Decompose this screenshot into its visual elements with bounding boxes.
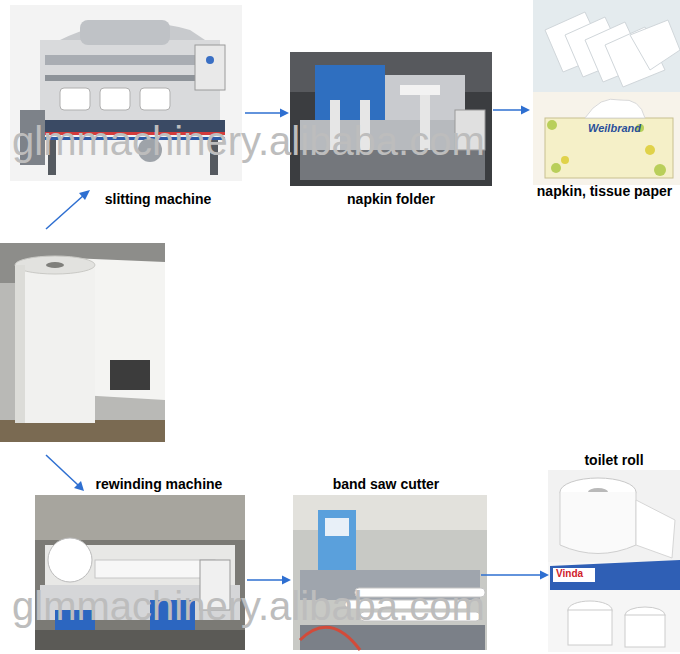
flow-arrow: [247, 576, 291, 585]
napkin-tissue-photo: [533, 0, 680, 185]
jumbo-roll-photo: [0, 243, 165, 442]
machine-label: rewinding machine: [72, 476, 246, 493]
flow-arrow: [481, 571, 549, 580]
watermark: glmmachinery.alibaba.com: [12, 583, 485, 629]
brand-text: Vinda: [556, 568, 583, 580]
roll-arrows: [46, 190, 90, 491]
brand-text: Weilbrand: [588, 122, 641, 135]
machine-node: rewinding machine: [72, 472, 246, 495]
machine-label: napkin, tissue paper: [531, 183, 678, 200]
machine-label: toilet roll: [550, 452, 678, 469]
machine-node: band saw cutter: [292, 472, 480, 495]
flow-arrow: [493, 106, 530, 115]
machine-node: napkin, tissue paper: [531, 2, 678, 202]
watermark: glmmachinery.alibaba.com: [12, 118, 485, 164]
flow-arrow: [245, 109, 289, 118]
machine-label: slitting machine: [72, 191, 244, 208]
machine-label: napkin folder: [290, 191, 492, 208]
machine-node: toilet roll: [550, 450, 678, 471]
machine-node: slitting machine: [72, 8, 244, 210]
toilet-roll-photo: [548, 470, 680, 652]
machine-label: band saw cutter: [292, 476, 480, 493]
